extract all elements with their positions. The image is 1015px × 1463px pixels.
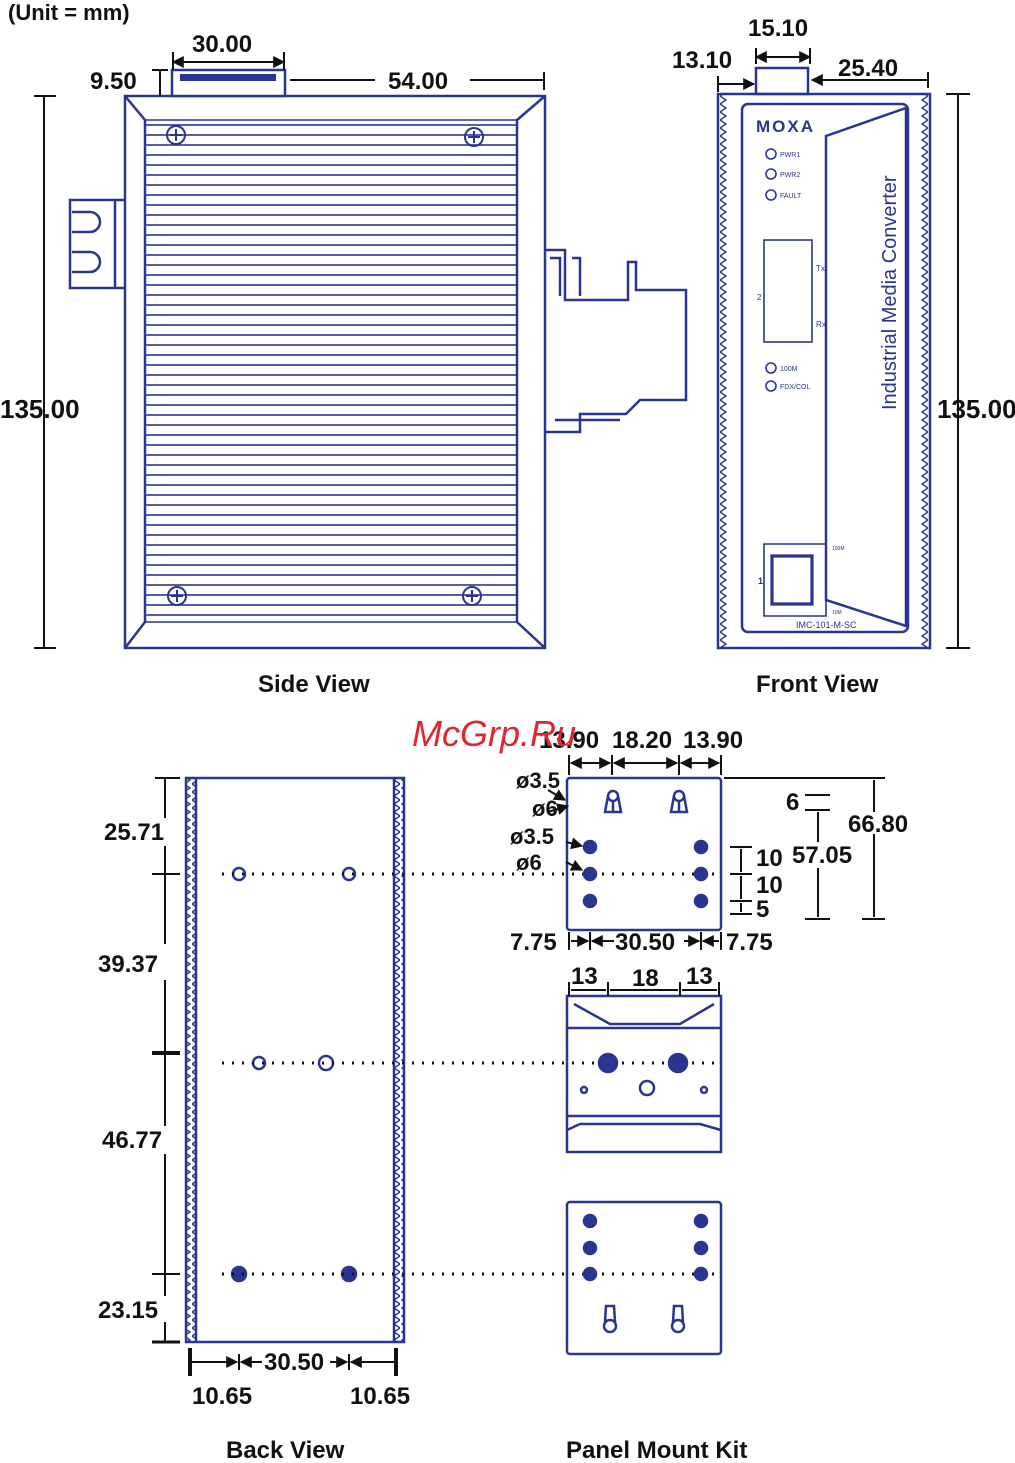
side-view-caption: Side View <box>258 671 370 698</box>
panel-top-plate <box>565 776 723 932</box>
back-dim-10-65-right: 10.65 <box>350 1383 410 1410</box>
din-dim-13-left: 13 <box>571 963 598 990</box>
panel-dim-6: 6 <box>786 789 799 816</box>
panel-dim-10-a: 10 <box>756 845 783 872</box>
led-label-fdx: FDX/COL <box>780 384 810 391</box>
back-view-dimensions <box>152 777 398 1376</box>
front-dim-135: 135.00 <box>937 394 1015 424</box>
moxa-logo: MOXA <box>756 117 815 136</box>
watermark: McGrp.Ru <box>412 713 576 754</box>
panel-dim-57-05: 57.05 <box>792 842 852 869</box>
din-dim-18: 18 <box>632 965 659 992</box>
side-view-dimensions <box>34 52 545 649</box>
panel-bottom-plate <box>565 1200 723 1356</box>
front-view-caption: Front View <box>756 671 879 698</box>
fiber-tx-label: Tx <box>816 264 825 273</box>
fiber-port-number: 2 <box>757 293 762 302</box>
hole-label-d3-5-mid: ø3.5 <box>510 824 554 849</box>
unit-note: (Unit = mm) <box>8 0 130 25</box>
led-label-100m: 100M <box>780 366 798 373</box>
alignment-lines <box>222 872 715 1276</box>
model-label: IMC-101-M-SC <box>796 620 857 630</box>
fiber-rx-label: Rx <box>816 320 826 329</box>
din-dim-13-right: 13 <box>686 963 713 990</box>
back-dim-23-15: 23.15 <box>98 1297 158 1324</box>
rj45-port-number: 1 <box>758 576 763 586</box>
back-view-caption: Back View <box>226 1437 345 1463</box>
side-dim-30: 30.00 <box>192 31 252 58</box>
front-dim-13-10: 13.10 <box>672 47 732 74</box>
front-dim-15-10: 15.10 <box>748 15 808 42</box>
front-view-dimensions <box>717 48 970 649</box>
panel-dim-5: 5 <box>756 896 769 923</box>
led-label-pwr2: PWR2 <box>780 172 800 179</box>
panel-dim-18-20: 18.20 <box>612 727 672 754</box>
side-view <box>68 68 688 650</box>
front-dim-25-40: 25.40 <box>838 55 898 82</box>
back-view <box>184 776 406 1344</box>
panel-dim-10-b: 10 <box>756 872 783 899</box>
front-view <box>716 66 932 650</box>
din-rail-bracket <box>565 994 723 1154</box>
side-dim-9-50: 9.50 <box>90 68 137 95</box>
back-dim-39-37: 39.37 <box>98 951 158 978</box>
back-dim-46-77: 46.77 <box>102 1127 162 1154</box>
rj45-speed-bottom: 10M <box>832 610 842 616</box>
panel-dim-7-75-right: 7.75 <box>726 929 773 956</box>
panel-dim-66-80: 66.80 <box>848 811 908 838</box>
hole-label-d3-5-top: ø3.5 <box>516 768 560 793</box>
led-label-pwr1: PWR1 <box>780 152 800 159</box>
side-dim-54: 54.00 <box>388 68 448 95</box>
panel-dim-30-50: 30.50 <box>615 929 675 956</box>
side-dim-135: 135.00 <box>0 394 80 424</box>
panel-dim-13-90-left: 13.90 <box>539 727 599 754</box>
led-label-fault: FAULT <box>780 193 802 200</box>
hole-label-d6-top: ø6 <box>532 796 558 821</box>
panel-top-dimensions <box>547 755 885 950</box>
panel-mount-kit-caption: Panel Mount Kit <box>566 1437 747 1463</box>
panel-dim-13-90-right: 13.90 <box>683 727 743 754</box>
din-rail-dimensions <box>568 982 720 996</box>
back-dim-25-71: 25.71 <box>104 819 164 846</box>
panel-dim-7-75-left: 7.75 <box>510 929 557 956</box>
hole-label-d6-mid: ø6 <box>516 850 542 875</box>
product-title: Industrial Media Converter <box>879 175 901 410</box>
back-dim-10-65-left: 10.65 <box>192 1383 252 1410</box>
rj45-speed-top: 100M <box>832 546 845 552</box>
back-dim-30-50: 30.50 <box>264 1349 324 1376</box>
